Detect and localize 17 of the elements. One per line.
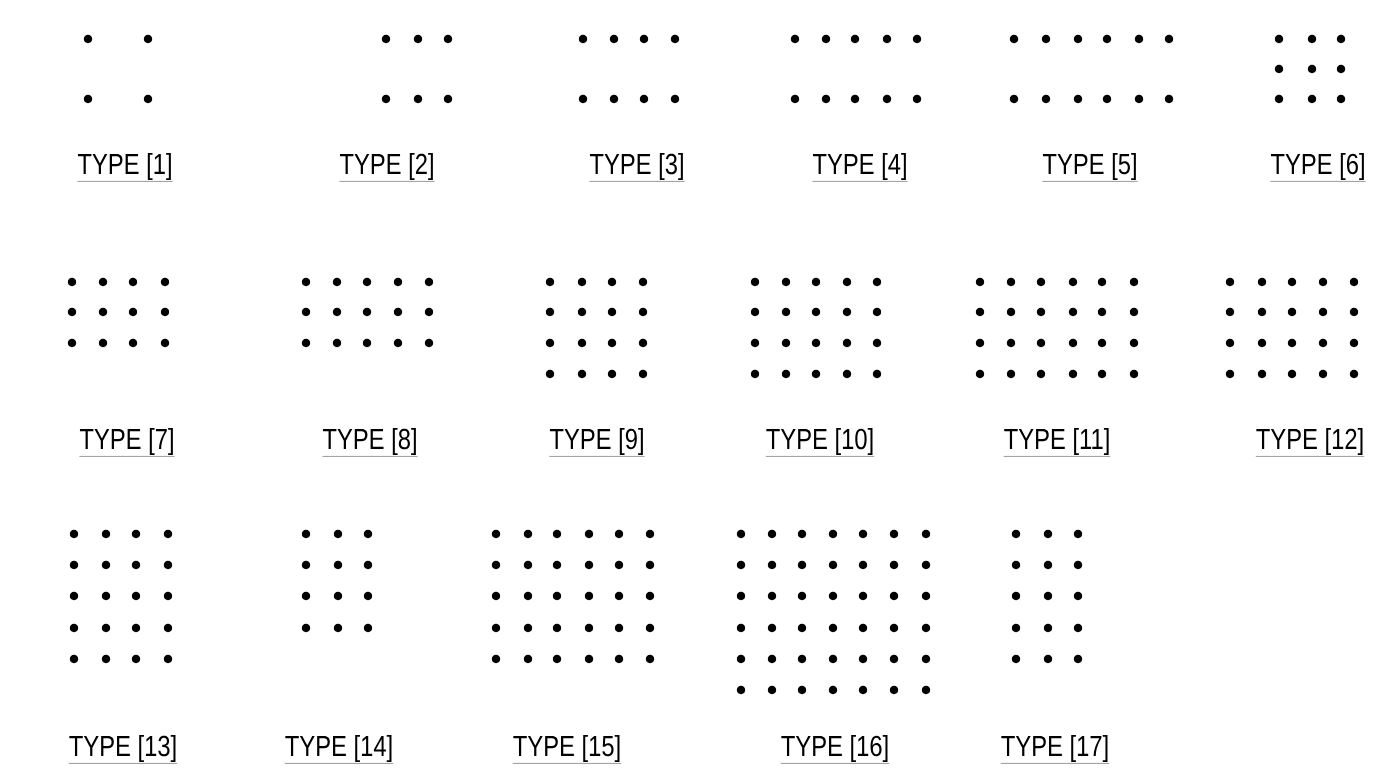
type-label: TYPE [17] [1000,735,1110,764]
type-label: TYPE [16] [780,735,890,764]
type-label: TYPE [9] [549,428,645,457]
type-label: TYPE [12] [1255,428,1365,457]
type-label: TYPE [10] [765,428,875,457]
type-label: TYPE [1] [77,153,173,182]
type-label: TYPE [15] [512,735,622,764]
type-label: TYPE [7] [79,428,175,457]
type-label: TYPE [11] [1003,428,1111,457]
type-label: TYPE [3] [589,153,685,182]
type-label: TYPE [14] [284,735,394,764]
type-label: TYPE [13] [68,735,178,764]
type-label: TYPE [4] [812,153,908,182]
type-label: TYPE [2] [339,153,435,182]
type-label: TYPE [8] [322,428,418,457]
type-label: TYPE [5] [1042,153,1138,182]
type-label: TYPE [6] [1270,153,1366,182]
